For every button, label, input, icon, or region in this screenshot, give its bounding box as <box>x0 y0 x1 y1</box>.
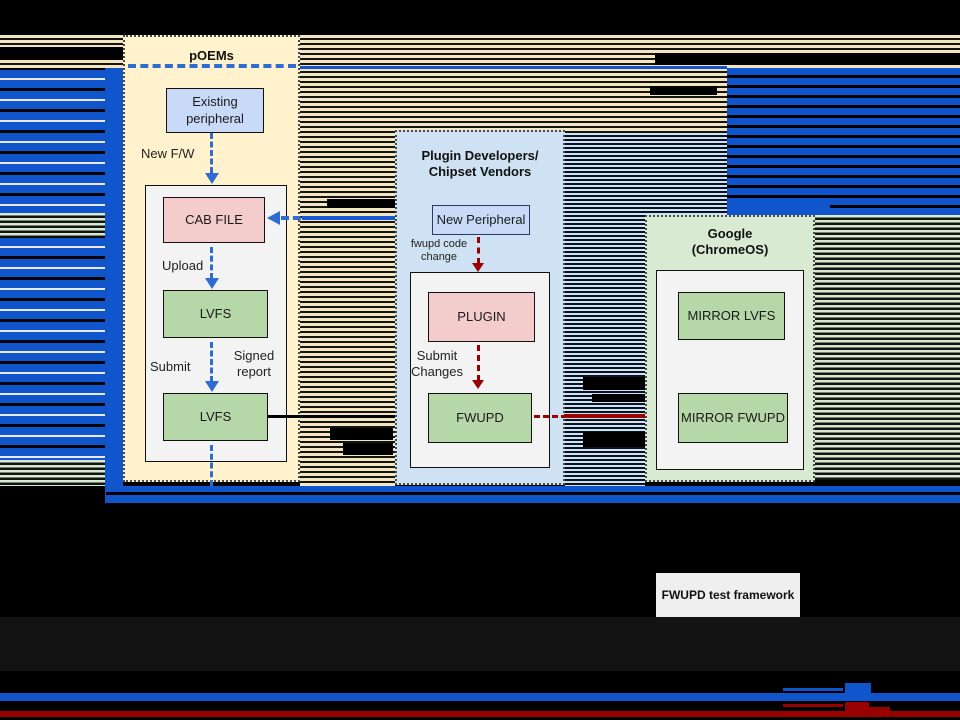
glitch-blob <box>0 47 123 60</box>
glitch-blue-column <box>105 68 123 503</box>
fwupd-test-framework-box: FWUPD test framework <box>656 573 800 617</box>
node-lvfs-2: LVFS <box>163 393 268 441</box>
glitch-red-thin-line <box>783 704 843 707</box>
glitch-stripes-left-green2 <box>0 460 105 486</box>
arrow-upload-line <box>210 247 213 279</box>
arrow-codechange-head <box>472 263 484 272</box>
node-new-peripheral: New Peripheral <box>432 205 530 235</box>
glitch-stripes-lightblue2 <box>645 133 727 215</box>
node-fwupd: FWUPD <box>428 393 532 443</box>
glitch-blue-line <box>300 66 727 69</box>
glitch-blob <box>592 394 645 402</box>
glitch-red-segment <box>869 707 890 712</box>
glitch-stripes-far-left <box>0 70 105 460</box>
arrow-newperipheral-glitch <box>302 216 395 220</box>
arrow-codechange-line <box>477 237 480 264</box>
glitch-blob <box>330 428 393 440</box>
arrow-upload-head <box>205 278 219 289</box>
label-submit: Submit <box>150 359 191 374</box>
glitch-blob <box>327 199 395 208</box>
glitch-blob <box>655 53 960 65</box>
glitch-stripes-lightblue <box>565 133 645 490</box>
node-lvfs-1: LVFS <box>163 290 268 338</box>
arrow-fwupd-mirror-glitch <box>564 414 646 418</box>
glitch-blob <box>343 443 393 455</box>
glitch-red-band <box>0 711 960 717</box>
glitch-stripes-mid <box>300 68 727 133</box>
panel-poems-title: pOEMs <box>189 48 234 63</box>
arrow-exit-line <box>210 445 213 486</box>
label-signed-report: Signed report <box>233 348 275 379</box>
glitch-blue-bar-google-top <box>727 203 830 214</box>
glitch-red-square <box>845 702 869 713</box>
arrow-submitchanges-line <box>477 345 480 381</box>
node-cab-file: CAB FILE <box>163 197 265 243</box>
glitch-blue-band-bottom <box>106 486 960 503</box>
arrow-submit-head <box>205 381 219 392</box>
node-mirror-fwupd: MIRROR FWUPD <box>678 393 788 443</box>
node-plugin: PLUGIN <box>428 292 535 342</box>
arrow-newfw-head <box>205 173 219 184</box>
glitch-blue-bars-right <box>727 68 960 215</box>
glitch-stripes-left-green <box>0 213 105 237</box>
node-existing-peripheral: Existing peripheral <box>166 88 264 133</box>
arrow-newfw-line <box>210 133 213 173</box>
glitch-blue-thin-line <box>783 688 843 691</box>
fwupd-test-framework-label: FWUPD test framework <box>661 588 795 602</box>
arrow-newperipheral-head <box>267 211 280 225</box>
glitch-blob <box>650 86 717 95</box>
arrow-submitchanges-head <box>472 380 484 389</box>
label-fwupd-code-change: fwupd code change <box>410 238 468 264</box>
panel-google-title: Google (ChromeOS) <box>691 226 769 258</box>
node-mirror-lvfs: MIRROR LVFS <box>678 292 785 340</box>
glitch-blue-band <box>0 693 960 701</box>
poems-dashed-separator <box>128 64 296 68</box>
glitch-dark-band <box>0 617 960 671</box>
arrow-submit-line <box>210 342 213 382</box>
label-new-fw: New F/W <box>141 146 195 161</box>
glitch-blob <box>583 377 645 390</box>
glitch-blob <box>583 432 645 447</box>
arrow-lvfs-fwupd-line <box>268 415 416 418</box>
panel-plugin-title: Plugin Developers/ Chipset Vendors <box>421 148 539 180</box>
glitch-stripes-right-green <box>815 215 960 480</box>
label-submit-changes: Submit Changes <box>410 348 464 379</box>
label-upload: Upload <box>162 258 204 273</box>
